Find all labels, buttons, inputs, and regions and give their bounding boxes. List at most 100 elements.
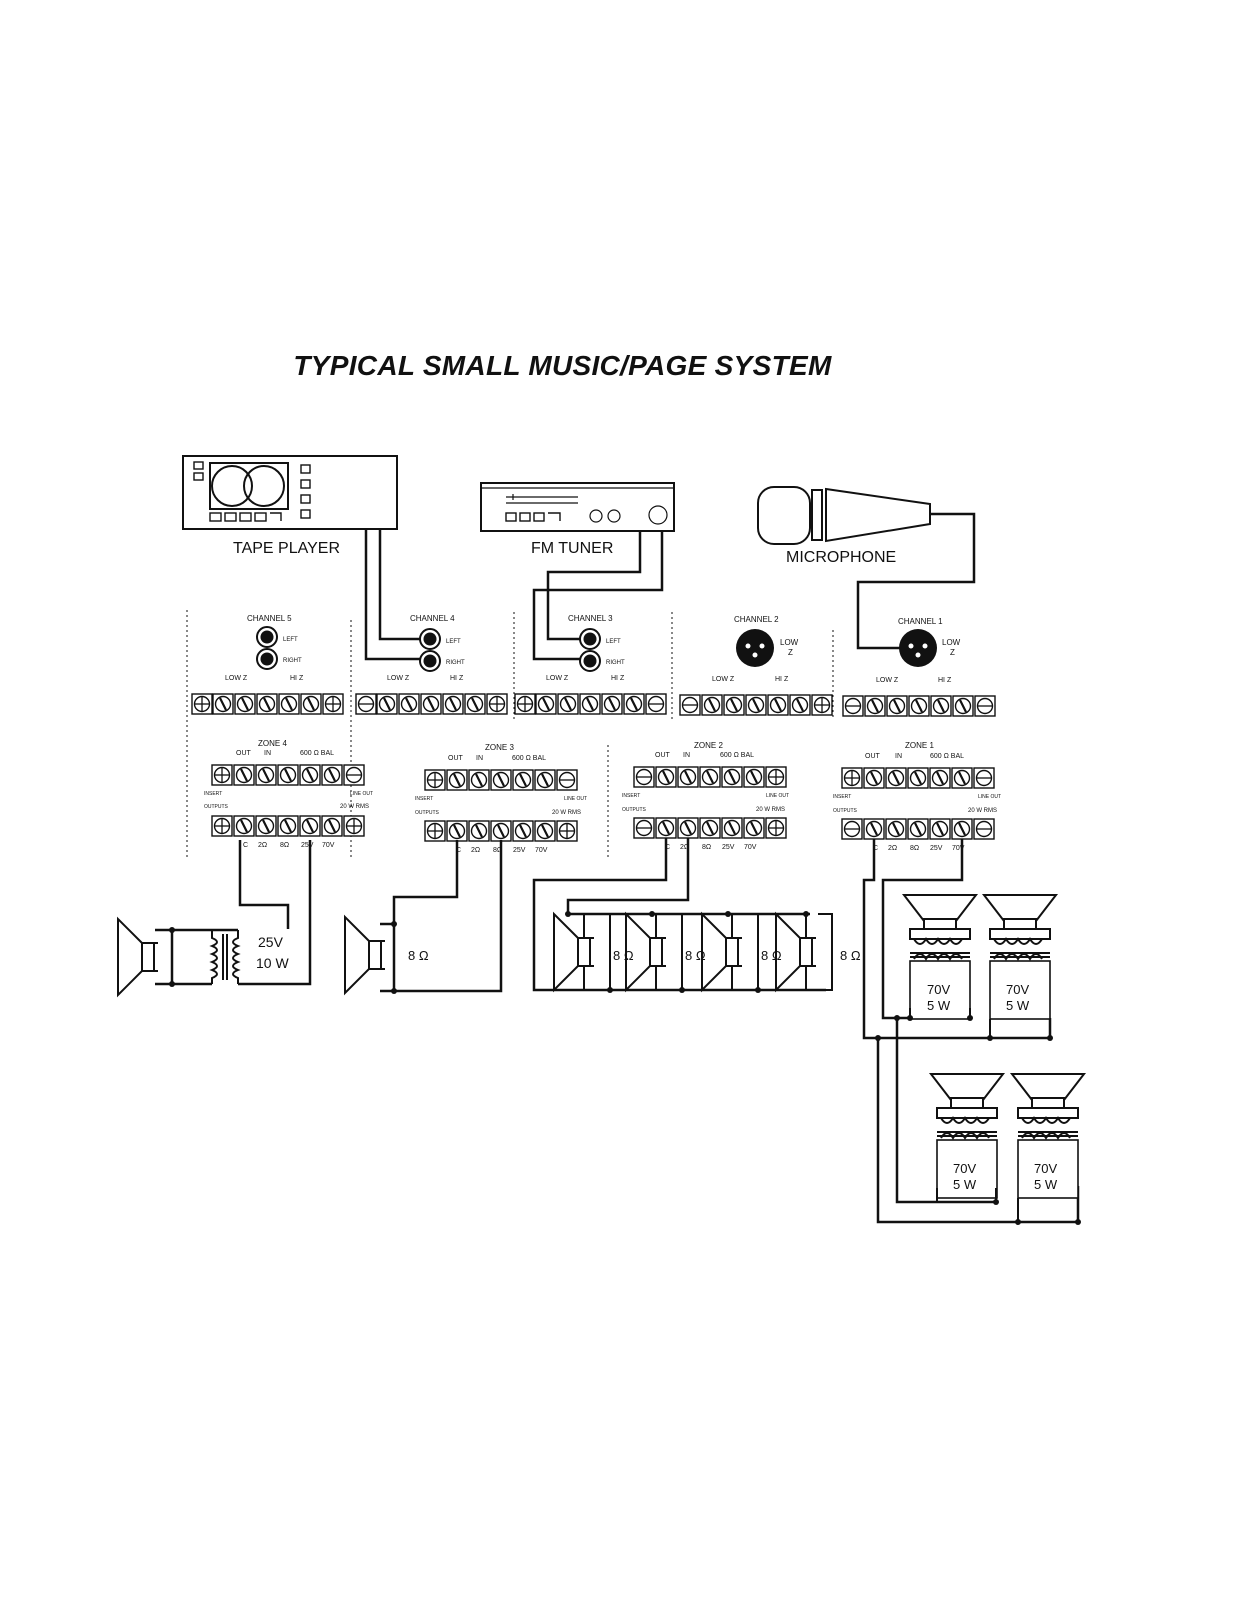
zone3-outputs-label: OUTPUTS — [415, 810, 440, 816]
zone4-bal-label: 600 Ω BAL — [300, 750, 334, 757]
ch1-low-label: LOW — [942, 638, 961, 647]
zone4-tap-c: C — [243, 842, 248, 849]
zone1-tap-c: C — [873, 845, 878, 852]
ch4-hi-z-label: HI Z — [450, 675, 464, 682]
zone1-bal-label: 600 Ω BAL — [930, 753, 964, 760]
zone1-speakers: 70V 5 W 70V 5 W 70V 5 W 70V 5 W — [862, 839, 1085, 1225]
zone4-speaker: 25V 10 W — [117, 840, 312, 996]
zone3-tap-c: C — [456, 847, 461, 854]
zone4-line-out-label: LINE OUT — [350, 791, 373, 797]
ch5-right-label: RIGHT — [283, 658, 302, 664]
zone2-bal-label: 600 Ω BAL — [720, 752, 754, 759]
zone3-rms-label: 20 W RMS — [552, 810, 581, 816]
zone2-speaker1-impedance: 8 Ω — [613, 948, 634, 963]
ch4-right-label: RIGHT — [446, 660, 465, 666]
zone3-in-label: IN — [476, 755, 483, 762]
zone4-tap-8ohm: 8Ω — [280, 842, 289, 849]
zone4-rms-label: 20 W RMS — [340, 804, 369, 810]
channel-2-label: CHANNEL 2 — [734, 615, 779, 624]
zone1-spk2-power: 5 W — [1006, 998, 1030, 1013]
zone1-line-out-label: LINE OUT — [978, 794, 1001, 800]
input-panel: CHANNEL 5 LEFT RIGHT CHANNEL 4 LEFT RIGH… — [186, 610, 996, 860]
zone1-tap-25v: 25V — [930, 845, 943, 852]
channel-1-label: CHANNEL 1 — [898, 617, 943, 626]
zone2-speaker4-impedance: 8 Ω — [840, 948, 861, 963]
zone-3-label: ZONE 3 — [485, 743, 514, 752]
zone2-speaker3-impedance: 8 Ω — [761, 948, 782, 963]
zone-2-label: ZONE 2 — [694, 741, 723, 750]
input-terminal-strip — [191, 692, 996, 718]
microphone: MICROPHONE — [757, 486, 931, 566]
zone4-power-value: 10 W — [256, 955, 289, 971]
signal-cables — [364, 512, 976, 661]
ch2-low-label: LOW — [780, 638, 799, 647]
fm-tuner: FM TUNER — [480, 482, 675, 557]
zone4-out-label: OUT — [236, 750, 252, 757]
zone3-tap-2ohm: 2Ω — [471, 847, 480, 854]
zone1-outputs-label: OUTPUTS — [833, 808, 858, 814]
zone4-tap-70v: 70V — [322, 842, 335, 849]
zone-panels: ZONE 4 OUT IN 600 Ω BAL INSERT LINE OUT … — [204, 739, 1001, 854]
zone3-tap-70v: 70V — [535, 847, 548, 854]
ch4-left-label: LEFT — [446, 639, 461, 645]
channel-4-label: CHANNEL 4 — [410, 614, 455, 623]
microphone-label: MICROPHONE — [786, 549, 896, 566]
zone3-bal-label: 600 Ω BAL — [512, 755, 546, 762]
zone2-tap-70v: 70V — [744, 844, 757, 851]
tape-player: TAPE PLAYER — [182, 455, 398, 557]
zone4-tap-25v: 25V — [301, 842, 314, 849]
ch4-low-z-label: LOW Z — [387, 675, 410, 682]
ch1-z-label: Z — [950, 648, 955, 657]
zone1-spk1-tap: 70V — [927, 982, 950, 997]
zone-4-label: ZONE 4 — [258, 739, 287, 748]
zone4-in-label: IN — [264, 750, 271, 757]
ch2-low-z-label: LOW Z — [712, 676, 735, 683]
zone1-tap-2ohm: 2Ω — [888, 845, 897, 852]
zone3-out-label: OUT — [448, 755, 464, 762]
ch3-low-z-label: LOW Z — [546, 675, 569, 682]
zone2-out-label: OUT — [655, 752, 671, 759]
zone4-tap-2ohm: 2Ω — [258, 842, 267, 849]
ch5-left-label: LEFT — [283, 637, 298, 643]
ch3-hi-z-label: HI Z — [611, 675, 625, 682]
zone1-spk1-power: 5 W — [927, 998, 951, 1013]
ch5-low-z-label: LOW Z — [225, 675, 248, 682]
zone2-tap-c: C — [665, 844, 670, 851]
zone2-tap-8ohm: 8Ω — [702, 844, 711, 851]
zone2-speaker2-impedance: 8 Ω — [685, 948, 706, 963]
zone1-insert-label: INSERT — [833, 794, 851, 800]
ch1-hi-z-label: HI Z — [938, 677, 952, 684]
channel-5-label: CHANNEL 5 — [247, 614, 292, 623]
zone2-tap-2ohm: 2Ω — [680, 844, 689, 851]
zone4-insert-label: INSERT — [204, 791, 222, 797]
zone2-line-out-label: LINE OUT — [766, 793, 789, 799]
zone-1-label: ZONE 1 — [905, 741, 934, 750]
zone3-line-out-label: LINE OUT — [564, 796, 587, 802]
zone3-tap-8ohm: 8Ω — [493, 847, 502, 854]
zone2-speakers: 8 Ω 8 Ω 8 Ω 8 Ω — [532, 838, 861, 993]
zone1-tap-70v: 70V — [952, 845, 965, 852]
ch2-hi-z-label: HI Z — [775, 676, 789, 683]
zone2-rms-label: 20 W RMS — [756, 807, 785, 813]
fm-tuner-label: FM TUNER — [531, 540, 613, 557]
ch5-hi-z-label: HI Z — [290, 675, 304, 682]
zone4-outputs-label: OUTPUTS — [204, 804, 229, 810]
zone1-in-label: IN — [895, 753, 902, 760]
tape-player-label: TAPE PLAYER — [233, 540, 340, 557]
zone1-tap-8ohm: 8Ω — [910, 845, 919, 852]
zone4-tap-value: 25V — [258, 934, 284, 950]
zone2-outputs-label: OUTPUTS — [622, 807, 647, 813]
zone3-impedance: 8 Ω — [408, 948, 429, 963]
zone2-in-label: IN — [683, 752, 690, 759]
ch1-low-z-label: LOW Z — [876, 677, 899, 684]
zone1-out-label: OUT — [865, 753, 881, 760]
zone1-spk4-tap: 70V — [1034, 1161, 1057, 1176]
zone1-spk4-power: 5 W — [1034, 1177, 1058, 1192]
zone2-insert-label: INSERT — [622, 793, 640, 799]
zone3-tap-25v: 25V — [513, 847, 526, 854]
ch3-right-label: RIGHT — [606, 660, 625, 666]
zone1-spk3-power: 5 W — [953, 1177, 977, 1192]
diagram-title: TYPICAL SMALL MUSIC/PAGE SYSTEM — [293, 350, 832, 381]
ch3-left-label: LEFT — [606, 639, 621, 645]
